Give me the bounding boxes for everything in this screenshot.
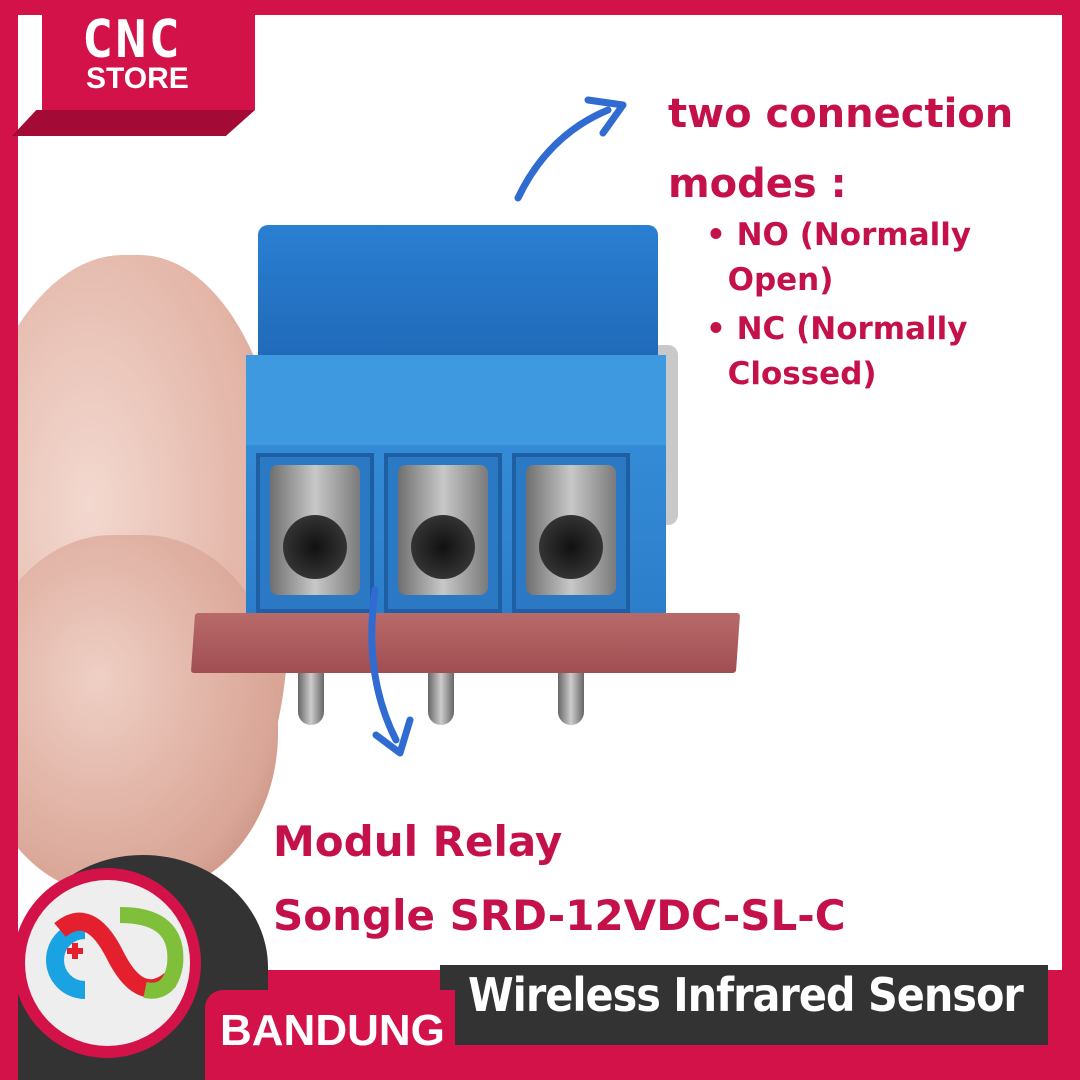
pin xyxy=(558,665,584,725)
logo-text-store: STORE xyxy=(86,62,189,95)
pin xyxy=(428,665,454,725)
arrow-up-head-icon xyxy=(584,96,627,137)
banner-text: Wireless Infrared Sensor xyxy=(468,968,1024,1022)
terminal-hole xyxy=(283,515,347,579)
bottom-banner xyxy=(440,965,1048,1045)
bullet-no: • NO (Normally Open) xyxy=(706,217,972,298)
product-line: Modul Relay xyxy=(273,817,563,866)
arrow-down-head-icon xyxy=(372,716,414,757)
logo-bevel xyxy=(12,110,255,136)
bullet-text: Clossed) xyxy=(727,356,877,392)
annotation-title: two connection modes : xyxy=(668,79,1013,219)
product-line: Songle SRD-12VDC-SL-C xyxy=(273,891,846,940)
city-tab xyxy=(205,990,455,1080)
bullet-text: NO (Normally xyxy=(736,217,972,253)
city-label: BANDUNG xyxy=(220,1006,445,1055)
relay-body xyxy=(258,225,658,375)
arrow-up-icon xyxy=(514,106,612,202)
logo-text-cnc: CNC xyxy=(82,10,182,70)
finger xyxy=(18,535,278,895)
product-photo-area: two connection modes : • NO (Normally Op… xyxy=(18,15,1062,970)
pin xyxy=(298,665,324,725)
bullet-nc: • NC (Normally Clossed) xyxy=(706,311,968,392)
infinity-logo-icon xyxy=(46,907,184,999)
bullet-list: • NO (Normally Open) • NC (Normally Clos… xyxy=(706,213,971,397)
store-logo xyxy=(42,15,255,110)
arrows xyxy=(368,96,627,757)
terminal-hole xyxy=(539,515,603,579)
title-line: modes : xyxy=(668,161,847,207)
product-title: Modul Relay Songle SRD-12VDC-SL-C xyxy=(273,805,846,953)
title-line: two connection xyxy=(668,91,1014,137)
terminal-hole xyxy=(411,515,475,579)
terminal-block-top xyxy=(246,355,666,445)
arrow-down-icon xyxy=(368,586,400,744)
bullet-text: NC (Normally xyxy=(736,311,968,347)
bullet-text: Open) xyxy=(727,262,834,298)
